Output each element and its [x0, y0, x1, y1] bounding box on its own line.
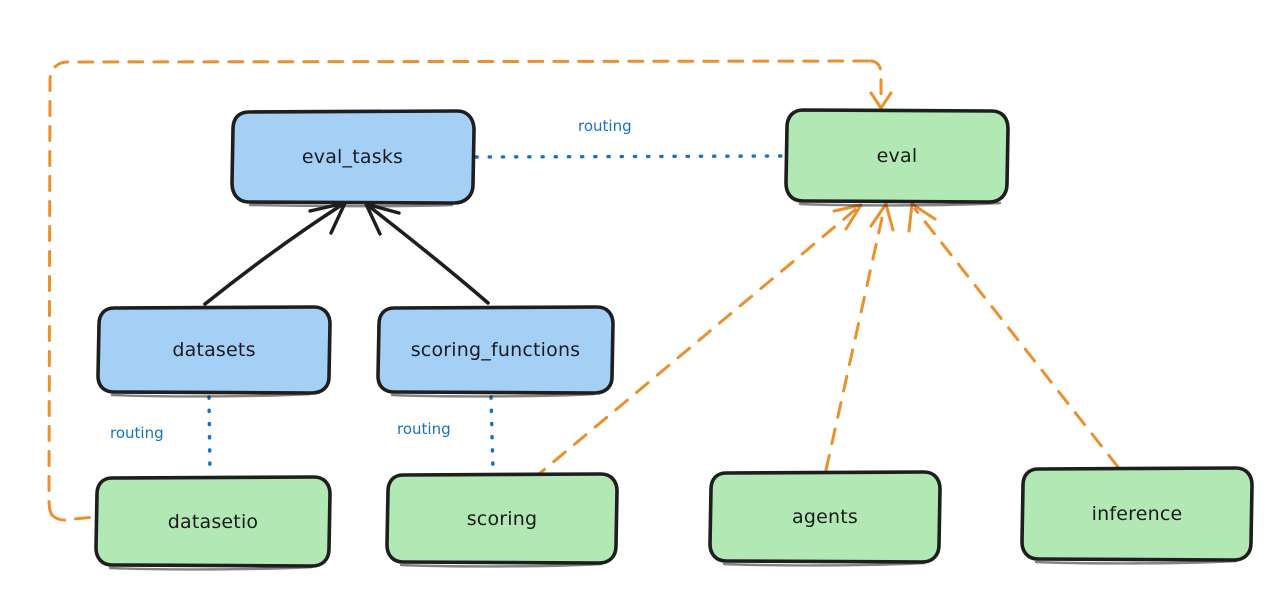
node-scoring_functions[interactable] [376, 305, 615, 398]
node-hit-scoring_functions[interactable] [378, 307, 613, 393]
node-inference[interactable] [1020, 466, 1254, 565]
edge-datasets-to-datasetio [207, 395, 212, 476]
node-datasetio[interactable] [94, 475, 332, 571]
node-hit-eval_tasks[interactable] [232, 111, 473, 202]
node-datasets[interactable] [96, 305, 332, 398]
edge-inference-to-eval [907, 202, 1120, 469]
edge-eval_tasks-to-eval [474, 154, 785, 159]
node-eval_tasks[interactable] [230, 109, 476, 208]
node-hit-inference[interactable] [1022, 468, 1252, 560]
node-eval[interactable] [784, 108, 1010, 207]
edge-eval-to-datasetio [47, 59, 893, 522]
node-hit-datasets[interactable] [98, 307, 330, 393]
node-agents[interactable] [708, 470, 942, 567]
node-hit-agents[interactable] [710, 472, 940, 562]
edge-agents-to-eval [824, 202, 895, 472]
node-hit-scoring[interactable] [387, 474, 617, 563]
edge-scoring_functions-to-scoring [489, 395, 495, 473]
node-hit-datasetio[interactable] [96, 477, 330, 566]
edge-scoring_functions-to-eval_tasks [364, 202, 490, 305]
edge-datasets-to-eval_tasks [203, 201, 347, 306]
node-hit-eval[interactable] [786, 110, 1008, 202]
node-scoring[interactable] [385, 472, 619, 568]
